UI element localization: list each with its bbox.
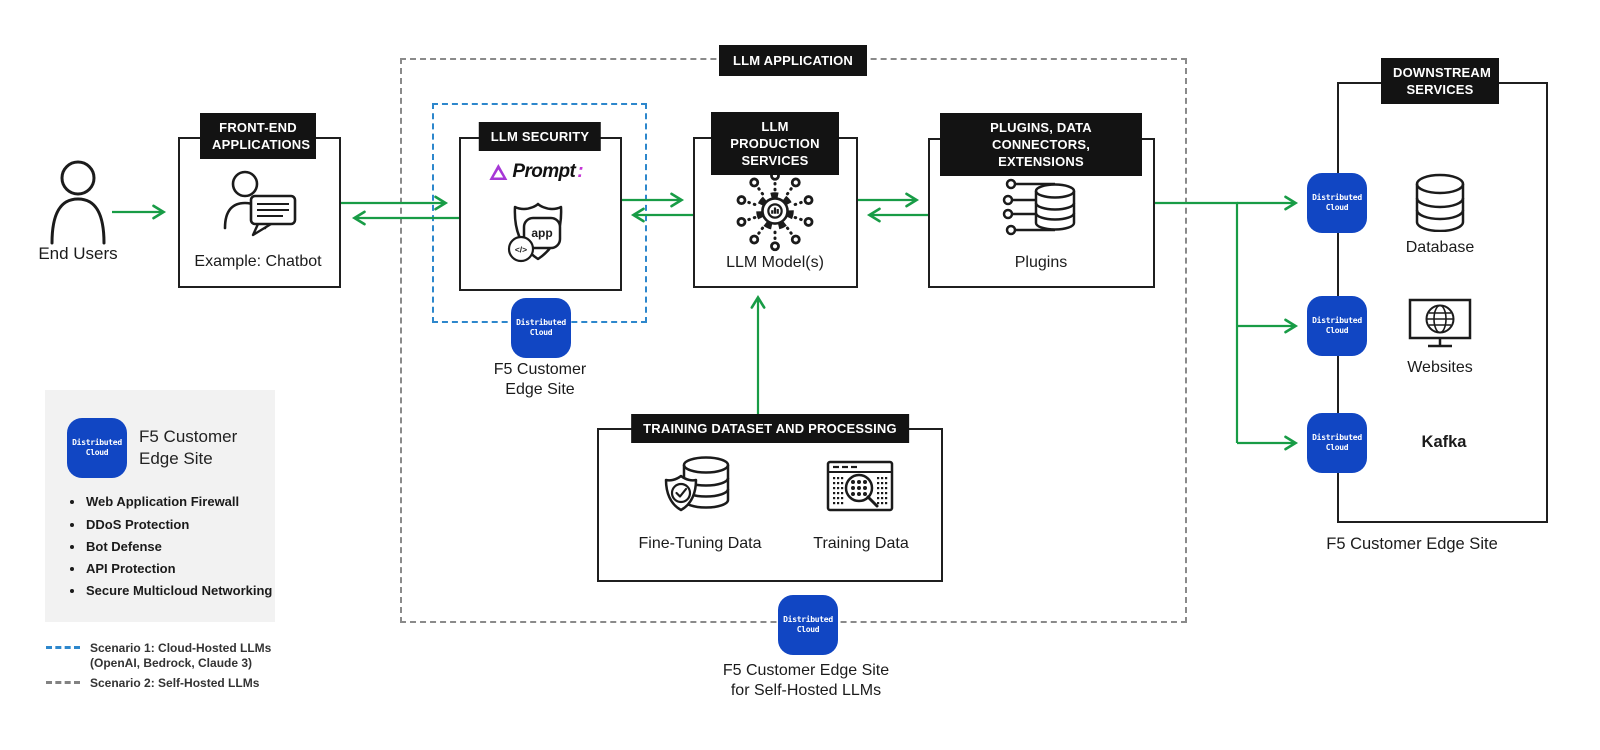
model-gear-icon bbox=[728, 164, 822, 258]
distributed-cloud-badge-kafka: Distributed Cloud bbox=[1307, 413, 1367, 473]
chatbot-icon bbox=[219, 170, 299, 240]
badge-text-line1: Distributed bbox=[72, 438, 122, 448]
shield-app-text: app bbox=[531, 226, 552, 240]
legend-scenario2: Scenario 2: Self-Hosted LLMs bbox=[46, 676, 259, 691]
badge-text-line1: Distributed bbox=[1312, 193, 1362, 203]
training-data-caption: Training Data bbox=[813, 535, 909, 552]
downstream-item-kafka: Kafka bbox=[1421, 433, 1467, 451]
self-hosted-caption-line1: F5 Customer Edge Site bbox=[722, 662, 890, 679]
security-edge-caption: F5 Customer Edge Site bbox=[494, 360, 586, 400]
distributed-cloud-badge-security: Distributed Cloud bbox=[511, 298, 571, 358]
front-end-title: FRONT-END APPLICATIONS bbox=[200, 113, 316, 160]
badge-text-line1: Distributed bbox=[1312, 433, 1362, 443]
person-icon bbox=[43, 156, 113, 246]
scenario1-dash-swatch bbox=[46, 646, 80, 649]
downstream-item-websites: Websites bbox=[1407, 359, 1473, 376]
legend-bullet-api: API Protection bbox=[70, 561, 176, 576]
fine-tuning-caption: Fine-Tuning Data bbox=[638, 535, 762, 552]
legend-bullet-multicloud: Secure Multicloud Networking bbox=[70, 583, 272, 598]
llm-production-caption: LLM Model(s) bbox=[726, 254, 824, 271]
bullet-dot bbox=[70, 566, 74, 571]
legend-title-line1: F5 Customer bbox=[139, 427, 238, 446]
scenario1-text-line2: (OpenAI, Bedrock, Claude 3) bbox=[90, 656, 253, 670]
legend-title: F5 Customer Edge Site bbox=[139, 426, 237, 470]
scenario2-dash-swatch bbox=[46, 681, 80, 684]
secure-database-icon bbox=[661, 452, 739, 522]
security-edge-caption-line1: F5 Customer bbox=[493, 361, 587, 378]
data-search-icon bbox=[825, 456, 897, 520]
distributed-cloud-badge-self-hosted: Distributed Cloud bbox=[778, 595, 838, 655]
bullet-dot bbox=[70, 522, 74, 527]
plugins-caption: Plugins bbox=[1014, 254, 1068, 271]
self-hosted-caption-line2: for Self-Hosted LLMs bbox=[730, 682, 882, 699]
bullet-text: DDoS Protection bbox=[86, 517, 190, 532]
badge-text-line2: Cloud bbox=[796, 625, 820, 634]
badge-text-line2: Cloud bbox=[85, 448, 109, 457]
bullet-text: Web Application Firewall bbox=[86, 494, 240, 509]
downstream-trunk-line bbox=[1155, 201, 1239, 443]
end-users-label: End Users bbox=[38, 244, 118, 263]
badge-text-line1: Distributed bbox=[783, 615, 833, 625]
plugins-title: PLUGINS, DATA CONNECTORS, EXTENSIONS bbox=[940, 113, 1142, 177]
badge-text-line2: Cloud bbox=[529, 328, 553, 337]
bullet-text: Bot Defense bbox=[86, 539, 162, 554]
scenario2-text: Scenario 2: Self-Hosted LLMs bbox=[90, 676, 260, 690]
bullet-text: Secure Multicloud Networking bbox=[86, 583, 273, 598]
distributed-cloud-badge-legend: Distributed Cloud bbox=[67, 418, 127, 478]
badge-text-line2: Cloud bbox=[1325, 326, 1349, 335]
legend-bullet-bot: Bot Defense bbox=[70, 539, 162, 554]
bullet-dot bbox=[70, 499, 74, 504]
legend-title-line2: Edge Site bbox=[139, 449, 213, 468]
llm-security-title: LLM SECURITY bbox=[478, 122, 602, 152]
distributed-cloud-badge-database: Distributed Cloud bbox=[1307, 173, 1367, 233]
distributed-cloud-badge-websites: Distributed Cloud bbox=[1307, 296, 1367, 356]
prompt-logo-text: Prompt bbox=[512, 161, 576, 182]
downstream-title: DOWNSTREAM SERVICES bbox=[1381, 58, 1499, 105]
legend-scenario1: Scenario 1: Cloud-Hosted LLMs (OpenAI, B… bbox=[46, 641, 271, 671]
shield-code-text: </> bbox=[515, 245, 527, 255]
scenario1-text-line1: Scenario 1: Cloud-Hosted LLMs bbox=[90, 641, 272, 655]
shield-app-icon: app </> bbox=[500, 198, 576, 270]
badge-text-line1: Distributed bbox=[1312, 316, 1362, 326]
website-monitor-icon bbox=[1407, 296, 1473, 354]
prompt-logo-colon: : bbox=[577, 161, 584, 182]
badge-text-line2: Cloud bbox=[1325, 443, 1349, 452]
bullet-dot bbox=[70, 544, 74, 549]
bullet-text: API Protection bbox=[86, 561, 176, 576]
training-title: TRAINING DATASET AND PROCESSING bbox=[631, 414, 909, 444]
legend-bullet-waf: Web Application Firewall bbox=[70, 494, 239, 509]
security-edge-caption-line2: Edge Site bbox=[505, 381, 575, 398]
self-hosted-edge-caption: F5 Customer Edge Site for Self-Hosted LL… bbox=[723, 661, 889, 701]
downstream-edge-caption: F5 Customer Edge Site bbox=[1326, 535, 1498, 553]
database-icon bbox=[1408, 172, 1472, 232]
llm-application-title: LLM APPLICATION bbox=[719, 45, 867, 77]
legend-bullet-ddos: DDoS Protection bbox=[70, 517, 189, 532]
badge-text-line2: Cloud bbox=[1325, 203, 1349, 212]
prompt-security-logo: Prompt: bbox=[488, 161, 584, 183]
prompt-triangle-icon bbox=[489, 164, 508, 180]
llm-security-box bbox=[459, 137, 622, 291]
bullet-dot bbox=[70, 588, 74, 593]
badge-text-line1: Distributed bbox=[516, 318, 566, 328]
downstream-item-database: Database bbox=[1405, 239, 1475, 256]
llm-production-title: LLM PRODUCTION SERVICES bbox=[711, 112, 839, 176]
plugin-database-icon bbox=[1001, 178, 1081, 238]
front-end-caption: Example: Chatbot bbox=[194, 253, 322, 270]
